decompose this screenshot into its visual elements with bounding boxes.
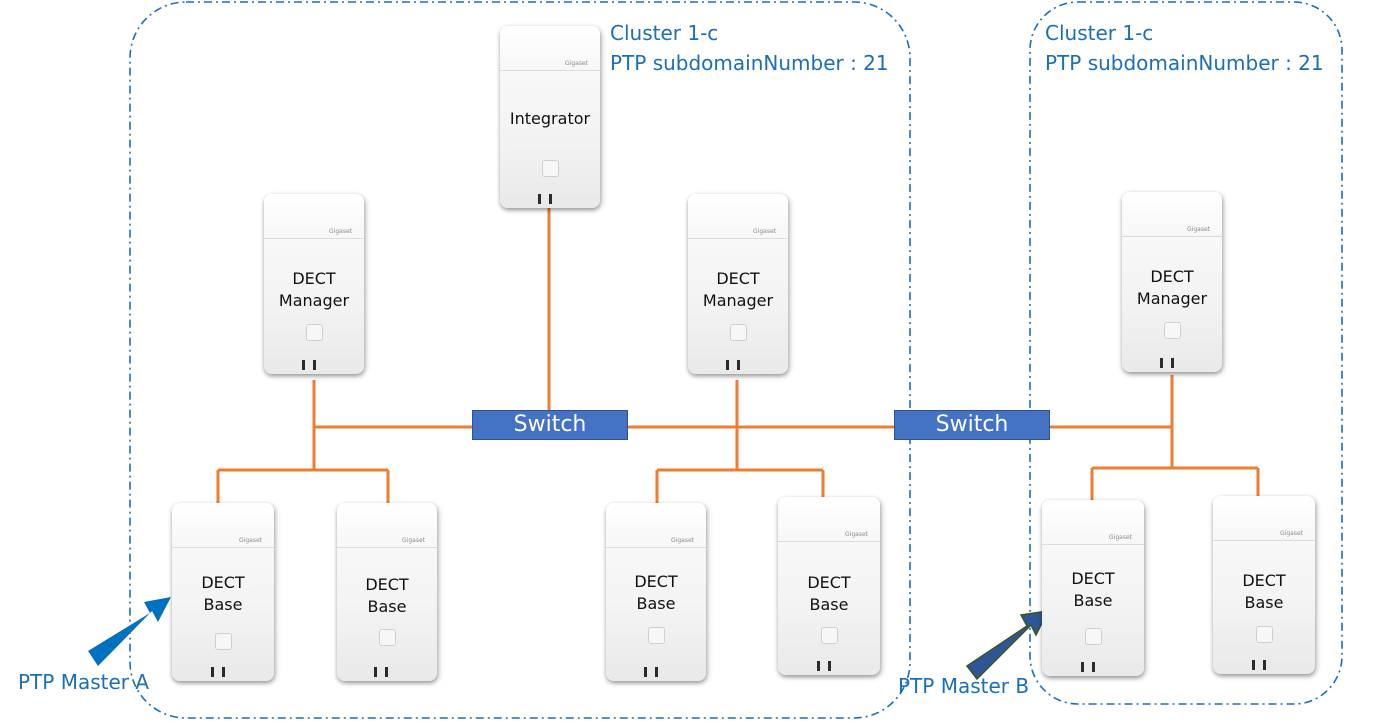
port-icon: [644, 667, 647, 677]
cluster-2-boundary: [1029, 1, 1343, 705]
port-icon: [655, 667, 658, 677]
integrator-device: Gigaset Integrator: [500, 26, 600, 208]
status-led-icon: [215, 633, 232, 650]
dect-base-6-label: DECT Base: [1242, 571, 1286, 612]
ptp-master-a-label: PTP Master A: [18, 670, 150, 694]
port-icon: [817, 661, 820, 671]
dect-base-1-device: Gigaset DECT Base: [172, 503, 274, 681]
status-led-icon: [542, 160, 559, 177]
dect-base-3-label: DECT Base: [634, 572, 678, 613]
brand-logo: Gigaset: [565, 60, 588, 67]
dect-base-3-device: Gigaset DECT Base: [606, 503, 706, 681]
port-icon: [1081, 662, 1084, 672]
status-led-icon: [306, 324, 323, 341]
dect-manager-3-label: DECT Manager: [1136, 267, 1208, 308]
port-icon: [1171, 358, 1174, 368]
status-led-icon: [1256, 626, 1273, 643]
port-icon: [538, 194, 541, 204]
brand-logo: Gigaset: [239, 537, 262, 544]
brand-logo: Gigaset: [1109, 534, 1132, 541]
dect-base-2-label: DECT Base: [365, 575, 409, 616]
dect-base-5-device: Gigaset DECT Base: [1042, 500, 1144, 676]
brand-logo: Gigaset: [329, 228, 352, 235]
port-icon: [222, 667, 225, 677]
port-icon: [374, 667, 377, 677]
port-icon: [1252, 660, 1255, 670]
port-icon: [1263, 660, 1266, 670]
status-led-icon: [648, 627, 665, 644]
ptp-master-b-arrow: [965, 610, 1050, 681]
cluster-1-subdomain: PTP subdomainNumber : 21: [610, 51, 889, 75]
cluster-2-label: Cluster 1-c PTP subdomainNumber : 21: [1045, 18, 1324, 78]
dect-base-6-device: Gigaset DECT Base: [1213, 496, 1315, 674]
status-led-icon: [1164, 322, 1181, 339]
ptp-master-a-arrow: [88, 597, 171, 666]
dect-base-2-device: Gigaset DECT Base: [337, 503, 437, 681]
dect-base-1-label: DECT Base: [201, 573, 245, 614]
port-icon: [302, 360, 305, 370]
dect-manager-3-device: Gigaset DECT Manager: [1122, 192, 1222, 372]
port-icon: [828, 661, 831, 671]
status-led-icon: [821, 627, 838, 644]
status-led-icon: [1085, 628, 1102, 645]
port-icon: [1092, 662, 1095, 672]
network-links: [216, 208, 1260, 503]
switch-2: Switch: [894, 410, 1050, 440]
dect-manager-1-device: Gigaset DECT Manager: [264, 194, 364, 374]
port-icon: [726, 360, 729, 370]
cluster-1-name: Cluster 1-c: [610, 21, 719, 45]
status-led-icon: [379, 629, 396, 646]
brand-logo: Gigaset: [1280, 530, 1303, 537]
port-icon: [313, 360, 316, 370]
brand-logo: Gigaset: [1187, 226, 1210, 233]
dect-manager-1-label: DECT Manager: [278, 269, 350, 310]
status-led-icon: [730, 324, 747, 341]
cluster-2-name: Cluster 1-c: [1045, 21, 1154, 45]
brand-logo: Gigaset: [402, 537, 425, 544]
cluster-1-label: Cluster 1-c PTP subdomainNumber : 21: [610, 18, 889, 78]
integrator-label: Integrator: [509, 109, 591, 128]
port-icon: [211, 667, 214, 677]
port-icon: [549, 194, 552, 204]
dect-manager-2-device: Gigaset DECT Manager: [688, 194, 788, 374]
cluster-1-boundary: [129, 1, 911, 719]
ptp-master-b-label: PTP Master B: [898, 674, 1030, 698]
brand-logo: Gigaset: [753, 228, 776, 235]
dect-manager-2-label: DECT Manager: [702, 269, 774, 310]
dect-base-4-device: Gigaset DECT Base: [778, 497, 880, 675]
dect-base-5-label: DECT Base: [1071, 569, 1115, 610]
port-icon: [385, 667, 388, 677]
brand-logo: Gigaset: [671, 537, 694, 544]
port-icon: [1160, 358, 1163, 368]
port-icon: [737, 360, 740, 370]
switch-1: Switch: [472, 410, 628, 440]
dect-base-4-label: DECT Base: [807, 573, 851, 614]
cluster-2-subdomain: PTP subdomainNumber : 21: [1045, 51, 1324, 75]
brand-logo: Gigaset: [845, 531, 868, 538]
